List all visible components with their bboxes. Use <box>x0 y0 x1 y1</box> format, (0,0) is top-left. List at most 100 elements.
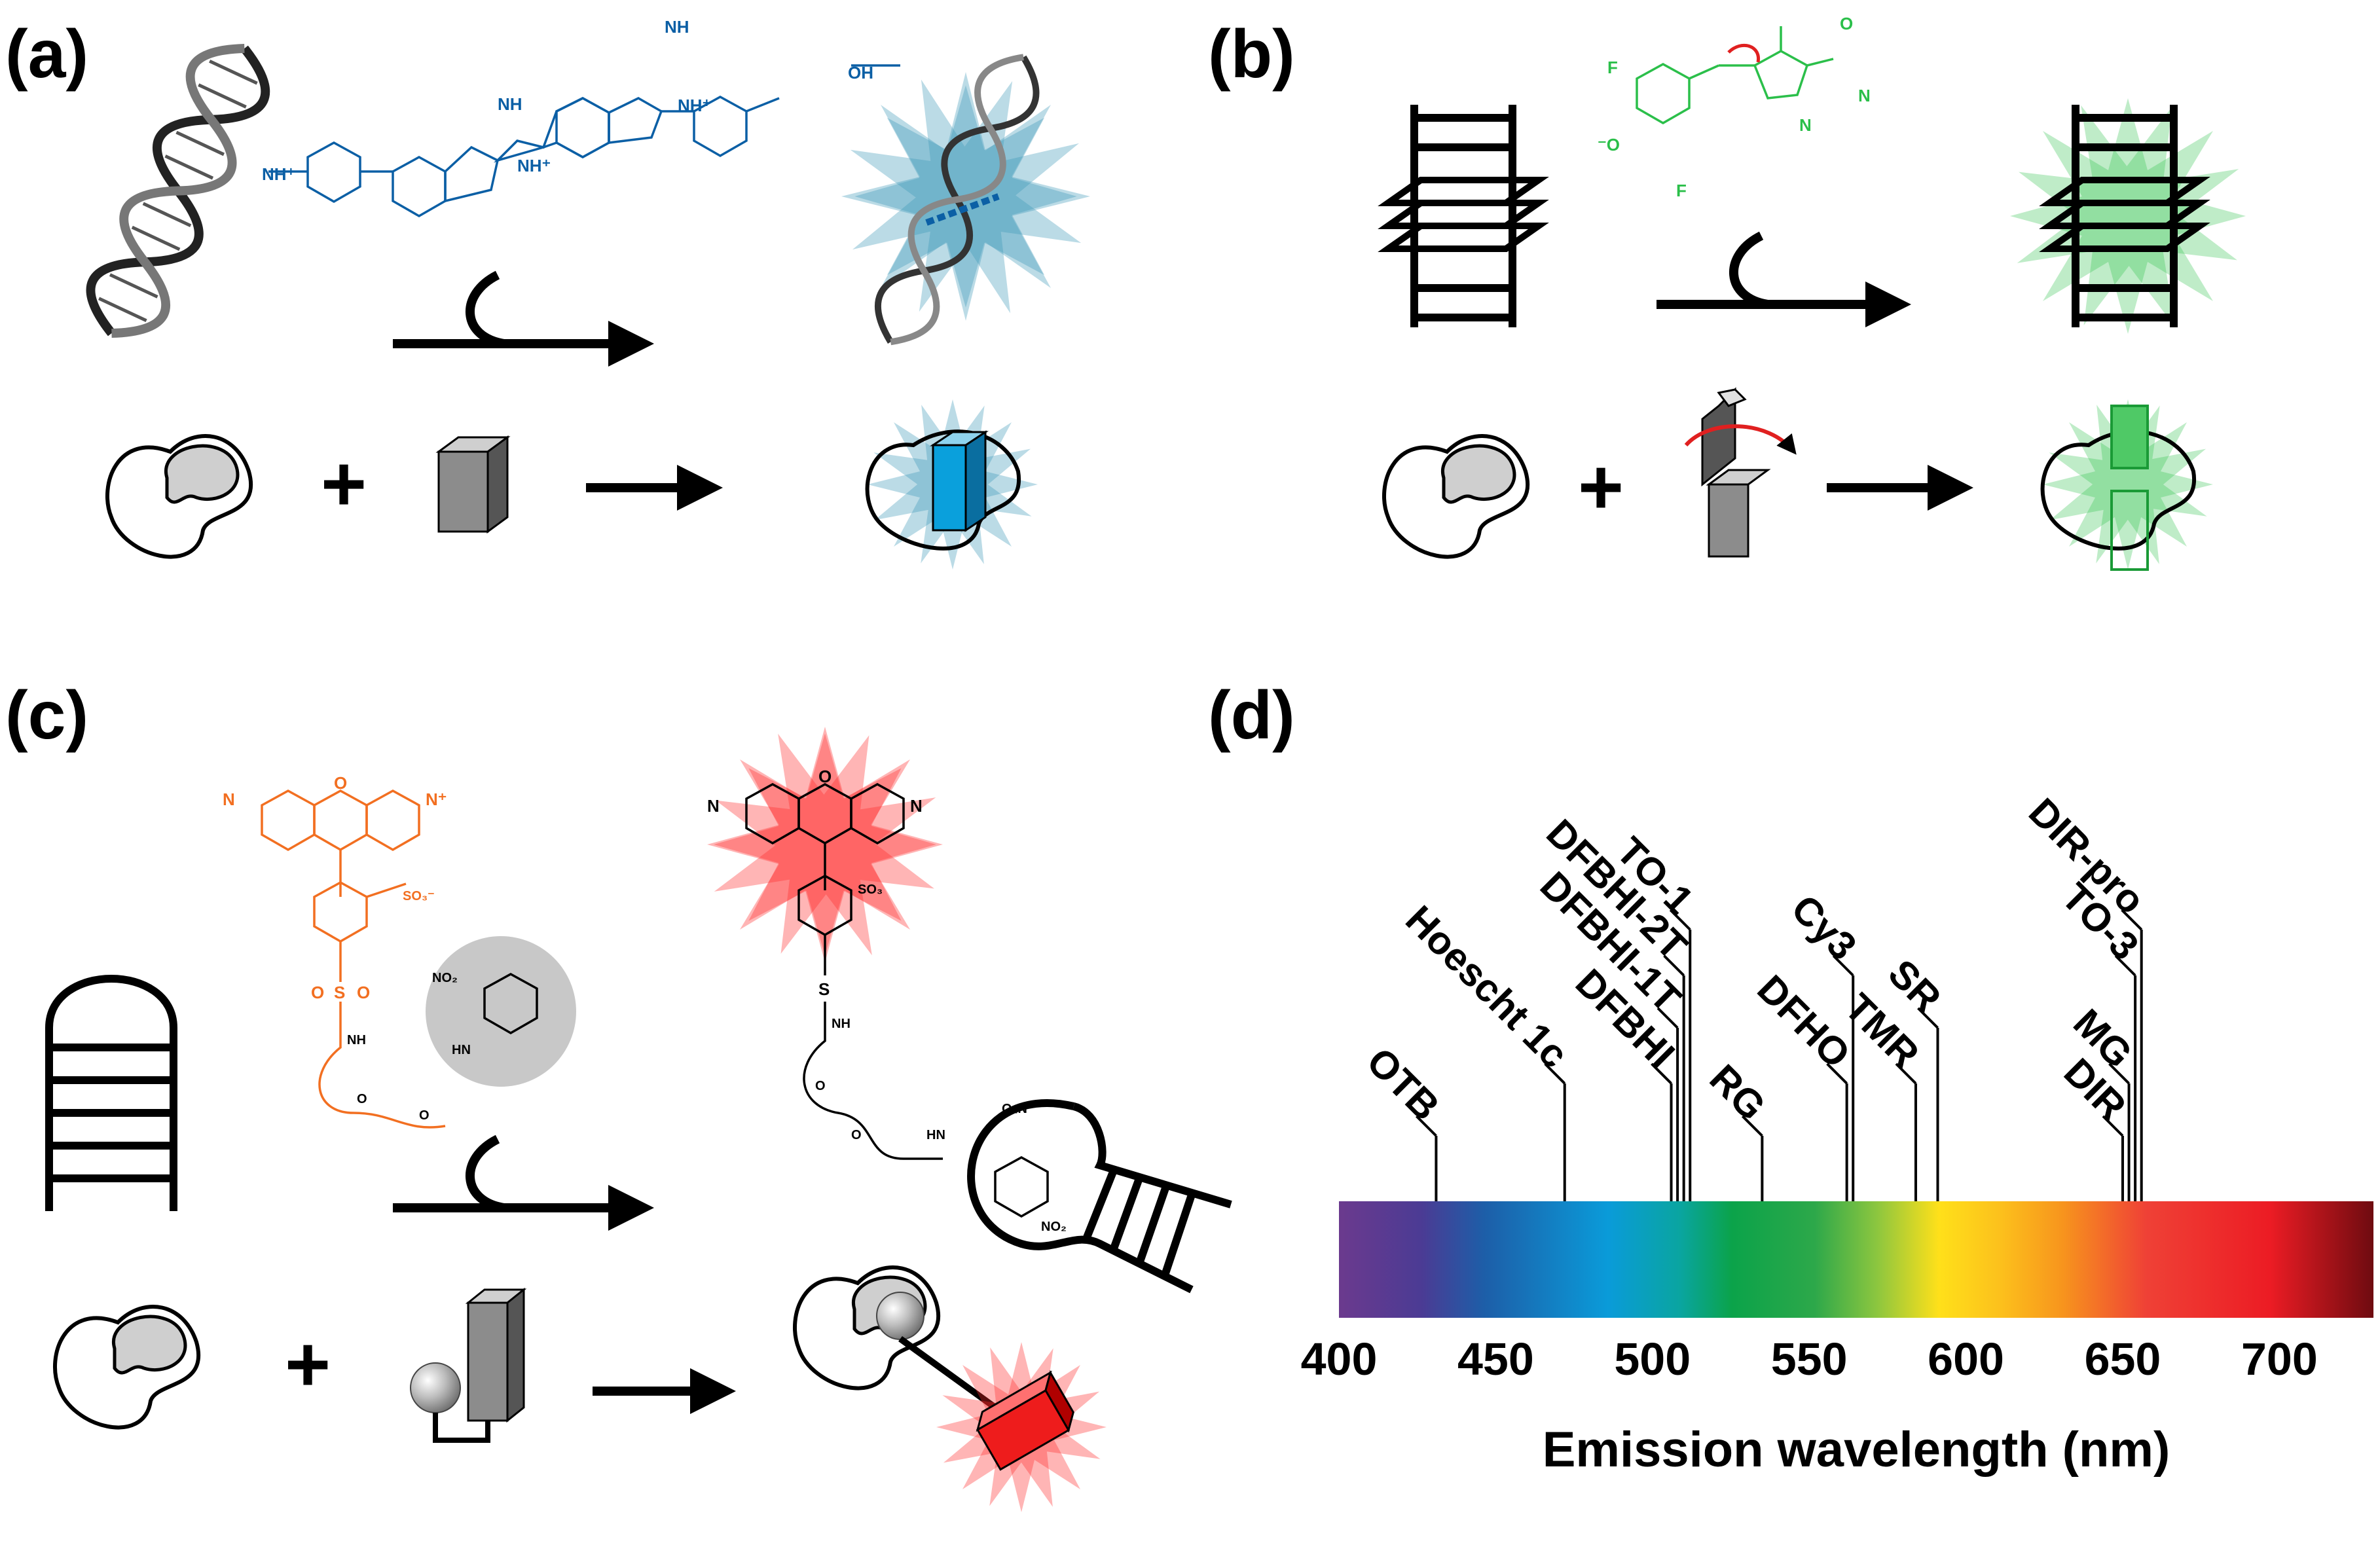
rhodamine-structure <box>261 790 446 1129</box>
chem-oh: OH <box>848 63 873 82</box>
x-axis-title: Emission wavelength (nm) <box>1543 1422 2170 1478</box>
plus-sign-b: + <box>1578 443 1624 531</box>
panel-c: (c) N N⁺ O SO₃⁻ S O O <box>5 678 1232 1512</box>
ligand-block-a <box>435 435 511 534</box>
rhodamine-labels: N N⁺ O SO₃⁻ S O O <box>223 773 447 1002</box>
dye-label: OTB <box>1359 1039 1448 1129</box>
chem-o: O <box>1840 14 1853 33</box>
x-tick-label-400: 400 <box>1301 1334 1378 1385</box>
dye-label: Hoescht 1c <box>1397 897 1577 1076</box>
linker-labels-c: NH O O <box>347 1033 430 1123</box>
chem-r-n1: N <box>707 796 720 816</box>
dye-leader-tick <box>1917 1007 1939 1029</box>
dye-marker-dir: DIR <box>2056 1050 2134 1201</box>
dye-marker-hoescht-1c: Hoescht 1c <box>1397 897 1577 1201</box>
chem-c-n1: N <box>223 790 235 809</box>
chem-r-no2: NO₂ <box>1041 1220 1067 1234</box>
reaction-arrow-b <box>1657 231 1911 327</box>
dye-leader-tick <box>1663 954 1685 977</box>
dfhbi-structure <box>1636 26 1834 125</box>
dye-leader-tick <box>1657 1007 1679 1029</box>
bound-complex-c <box>793 1265 1107 1512</box>
ligand-quencher-c <box>410 1287 527 1443</box>
chem-nh-2: NH <box>665 17 689 37</box>
dye-marker-otb: OTB <box>1359 1039 1448 1201</box>
chem-f2: F <box>1676 181 1687 200</box>
chem-r-s: S <box>818 979 830 999</box>
dye-marker-dir-pro: DIR-pro <box>2021 790 2153 1201</box>
quencher-c: NO₂ HN <box>426 936 576 1087</box>
panel-label-a: (a) <box>5 16 88 92</box>
reaction-arrow-c <box>393 1135 654 1231</box>
chem-o-minus: ⁻O <box>1598 135 1620 154</box>
chem-r-o2: O <box>851 1128 862 1142</box>
chem-c-os2: O <box>357 983 370 1002</box>
dye-leader-tick <box>1416 1115 1437 1137</box>
chem-r-so3: SO₃ <box>858 882 883 897</box>
panel-b: (b) F ⁻O F O N N <box>1208 14 2246 571</box>
x-tick-label-700: 700 <box>2241 1334 2318 1385</box>
aptamer-b <box>1382 434 1529 559</box>
glow-dna-a <box>841 54 1090 346</box>
dye-leader-tick <box>1651 1062 1672 1085</box>
spectrum-bar <box>1339 1201 2373 1318</box>
chem-c-hn: HN <box>452 1043 471 1057</box>
panel-a: (a) NH⁺ <box>5 16 1090 570</box>
dye-leader-tick <box>2121 909 2143 931</box>
dfhbi-labels: F ⁻O F O N N <box>1598 14 1871 200</box>
glow-burst-red-c <box>936 1342 1107 1512</box>
dye-marker-dfho: DFHO <box>1749 967 1859 1201</box>
dye-marker-rg: RG <box>1702 1056 1774 1201</box>
dye-leader-tick <box>2102 1115 2124 1137</box>
x-tick-label-650: 650 <box>2085 1334 2161 1385</box>
aptamer-c <box>53 1305 200 1430</box>
rhodamine-linker-product: S NH O O HN O₂N NO₂ <box>803 979 1232 1294</box>
dye-label: RG <box>1702 1056 1774 1129</box>
chem-c-o2: O <box>419 1108 430 1123</box>
chem-nh-plus-1: NH⁺ <box>262 164 295 184</box>
chem-c-n2: N⁺ <box>426 790 447 809</box>
glow-rhodamine-c: N N O SO₃ <box>707 727 943 975</box>
hoechst-labels: NH⁺ NH NH⁺ NH NH⁺ OH <box>262 17 873 184</box>
rotation-arrow-b <box>1727 43 1760 63</box>
x-tick-label-550: 550 <box>1771 1334 1848 1385</box>
dna-helix-a <box>86 44 270 338</box>
bound-complex-a <box>865 399 1038 570</box>
panel-label-b: (b) <box>1208 16 1295 92</box>
plus-sign-a: + <box>321 440 367 528</box>
x-tick-label-500: 500 <box>1614 1334 1691 1385</box>
glow-quadruplex-b <box>2010 98 2246 334</box>
dye-leader-tick <box>2114 954 2136 977</box>
g-quadruplex-b <box>1378 105 1549 327</box>
chem-r-hn: HN <box>926 1128 945 1142</box>
chem-c-o: O <box>334 773 347 793</box>
chem-f1: F <box>1607 58 1618 77</box>
chem-r-n2: N <box>910 796 923 816</box>
dye-leader-tick <box>1669 909 1691 931</box>
chem-n2: N <box>1799 115 1812 135</box>
chem-nh-plus-2: NH⁺ <box>517 156 551 175</box>
chem-c-o1: O <box>357 1092 367 1106</box>
x-tick-label-450: 450 <box>1457 1334 1534 1385</box>
dye-leader-tick <box>1741 1115 1763 1137</box>
hairpin-c <box>45 975 177 1211</box>
chem-c-nh1: NH <box>347 1033 366 1047</box>
dye-leader-tick <box>1832 954 1854 977</box>
chem-c-so3: SO₃⁻ <box>403 889 435 903</box>
hairpin-bound-c <box>967 1098 1232 1294</box>
dye-leader-tick <box>1544 1062 1566 1085</box>
chem-r-nh: NH <box>832 1017 851 1031</box>
dye-leader-tick <box>1895 1062 1917 1085</box>
chem-n1: N <box>1858 86 1871 105</box>
chem-nh-plus-3: NH⁺ <box>678 96 711 115</box>
chem-c-s: S <box>334 983 345 1002</box>
hoechst-structure <box>268 64 900 218</box>
chem-r-o: O <box>818 767 832 786</box>
panel-label-d: (d) <box>1208 678 1295 753</box>
rotor-ligand-b <box>1684 387 1797 558</box>
